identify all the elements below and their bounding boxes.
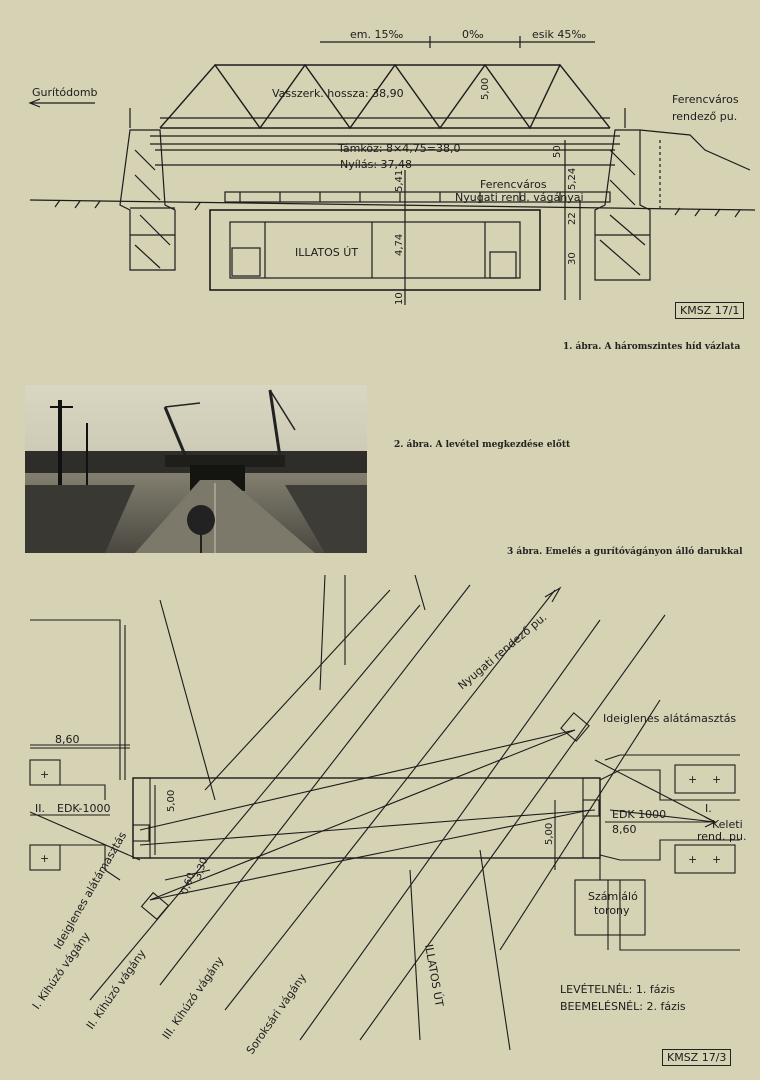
dim-524-label: 5,24 bbox=[567, 168, 578, 190]
svg-text:+: + bbox=[712, 773, 721, 786]
edk-right-roman-label: I. bbox=[705, 802, 712, 815]
dim-060-label: 0,60 bbox=[179, 871, 197, 896]
ferencvaros-label-2: rendező pu. bbox=[672, 110, 737, 123]
caption-2: 2. ábra. A levétel megkezdése előtt bbox=[394, 440, 571, 450]
dim-474-label: 4,74 bbox=[394, 234, 405, 256]
svg-text:+: + bbox=[40, 852, 49, 865]
edk-right-label: EDK 1000 bbox=[612, 808, 666, 821]
ferencvaros-label-1: Ferencváros bbox=[672, 93, 739, 106]
nyugati-label: Nyugati rendező pu. bbox=[456, 611, 550, 693]
fig1-code: KMSZ 17/1 bbox=[675, 302, 745, 319]
height-500-label: 5,00 bbox=[480, 78, 491, 100]
dim-10-label: 10 bbox=[394, 292, 405, 305]
svg-text:+: + bbox=[40, 768, 49, 781]
fig3-code: KMSZ 17/3 bbox=[662, 1049, 732, 1066]
svg-text:+: + bbox=[688, 853, 697, 866]
lower-label-1: Ferencváros bbox=[480, 178, 547, 191]
dim-500-b-label: 5,00 bbox=[544, 823, 555, 845]
phase-2-label: BEEMELÉSNÉL: 2. fázis bbox=[560, 1000, 686, 1013]
caption-1: 1. ábra. A háromszintes híd vázlata bbox=[563, 342, 741, 352]
svg-text:+: + bbox=[688, 773, 697, 786]
truss-length-label: Vasszerk. hossza: 38,90 bbox=[272, 87, 404, 100]
track-4-label: Soroksári vágány bbox=[244, 971, 309, 1057]
guritodomb-label: Gurítódomb bbox=[32, 86, 98, 99]
keleti-label-2: rend. pu. bbox=[697, 830, 746, 843]
opening-label: Nyílás: 37,48 bbox=[340, 158, 412, 171]
dim-500-a-label: 5,00 bbox=[166, 790, 177, 812]
dim-22-label: 22 bbox=[567, 212, 578, 225]
keleti-label-1: Keleti bbox=[712, 818, 743, 831]
temp-support-left-label: Ideiglenes alátámasztás bbox=[51, 829, 129, 951]
tower-label-2: torony bbox=[594, 904, 630, 917]
slope-left-label: em. 15‰ bbox=[350, 28, 403, 41]
edk-left-roman-label: II. bbox=[35, 802, 45, 815]
road-name-label: ILLATOS ÚT bbox=[295, 246, 358, 259]
dim-860-right-label: 8,60 bbox=[612, 823, 637, 836]
dim-541-label: 5,41 bbox=[394, 170, 405, 192]
phase-1-label: LEVÉTELNÉL: 1. fázis bbox=[560, 983, 675, 996]
temp-support-right-label: Ideiglenes alátámasztás bbox=[603, 712, 736, 725]
track-3-label: III. Kihúzó vágány bbox=[160, 954, 227, 1042]
track-2-label: II. Kihúzó vágány bbox=[84, 947, 149, 1032]
fig2-photo bbox=[25, 385, 367, 553]
slope-mid-label: 0‰ bbox=[462, 28, 484, 41]
edk-left-label: EDK-1000 bbox=[57, 802, 110, 815]
caption-3: 3 ábra. Emelés a gurítóvágányon álló dar… bbox=[507, 547, 743, 557]
lower-label-2: Nyugati rend. vágányai bbox=[455, 191, 584, 204]
span-spacing-label: Támköz: 8×4,75=38,0 bbox=[337, 142, 460, 155]
dim-50-label: 50 bbox=[552, 145, 563, 158]
tower-label-1: Számláló bbox=[588, 890, 638, 903]
photo-scene bbox=[25, 385, 367, 553]
dim-860-left-label: 8,60 bbox=[55, 733, 80, 746]
dim-30-label: 30 bbox=[567, 252, 578, 265]
fig3-road-name-label: ILLATOS ÚT bbox=[422, 943, 446, 1008]
fig1-bridge-elevation: em. 15‰ 0‰ esik 45‰ Gurítódomb Vasszerk.… bbox=[28, 28, 756, 305]
svg-text:+: + bbox=[712, 853, 721, 866]
fig3-plan-view: + + ++ ++ 8,60 II. EDK-1000 5,00 3,30 0,… bbox=[29, 574, 746, 1057]
slope-right-label: esik 45‰ bbox=[532, 28, 586, 41]
